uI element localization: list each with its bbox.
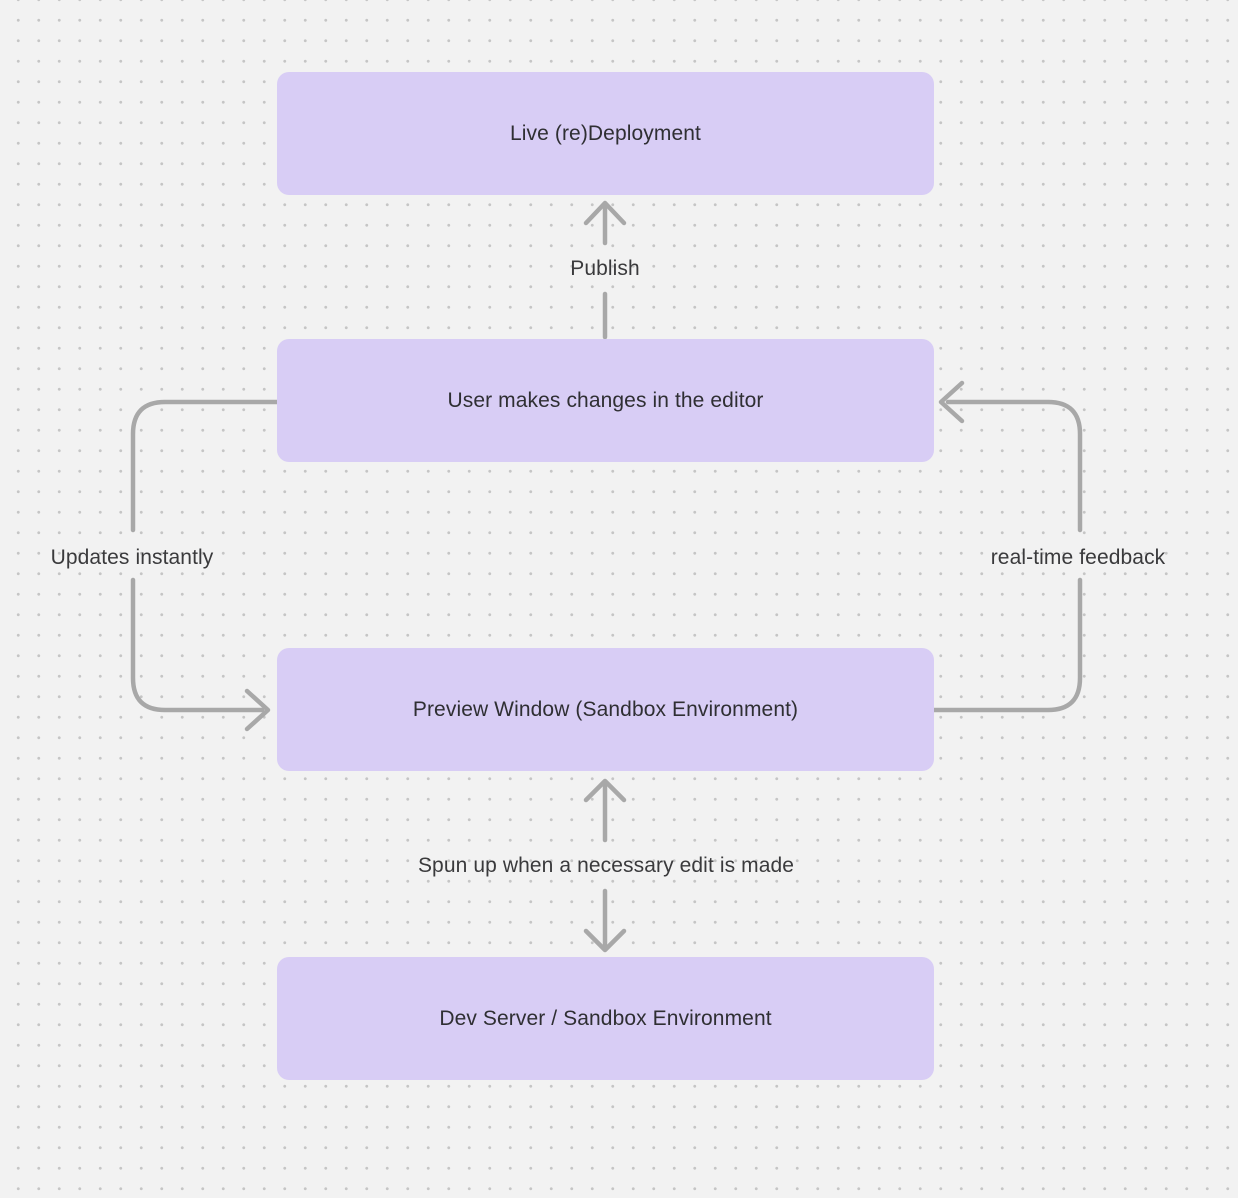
arrow-up-head-icon: [583, 200, 627, 226]
sandbox-sync-arrow-down: [583, 888, 627, 953]
edge-label-real-time-feedback: real-time feedback: [990, 546, 1166, 569]
node-preview[interactable]: Preview Window (Sandbox Environment): [277, 648, 934, 771]
arrow-right-head-icon: [244, 688, 271, 732]
arrow-left-head-icon: [938, 380, 965, 424]
node-editor[interactable]: User makes changes in the editor: [277, 339, 934, 462]
arrow-down-head-icon: [583, 928, 627, 953]
node-label: Preview Window (Sandbox Environment): [412, 697, 799, 721]
node-label: User makes changes in the editor: [447, 388, 764, 412]
arrow-up-head-icon: [583, 778, 627, 803]
edge-label-updates-instantly: Updates instantly: [50, 546, 214, 569]
node-label: Live (re)Deployment: [510, 121, 701, 145]
edge-label-spun-up: Spun up when a necessary edit is made: [417, 854, 795, 877]
sandbox-sync-arrow-up: [583, 778, 627, 843]
edge-label-publish: Publish: [570, 257, 640, 280]
node-live-deployment[interactable]: Live (re)Deployment: [277, 72, 934, 195]
node-dev-server[interactable]: Dev Server / Sandbox Environment: [277, 957, 934, 1080]
node-label: Dev Server / Sandbox Environment: [439, 1006, 772, 1030]
